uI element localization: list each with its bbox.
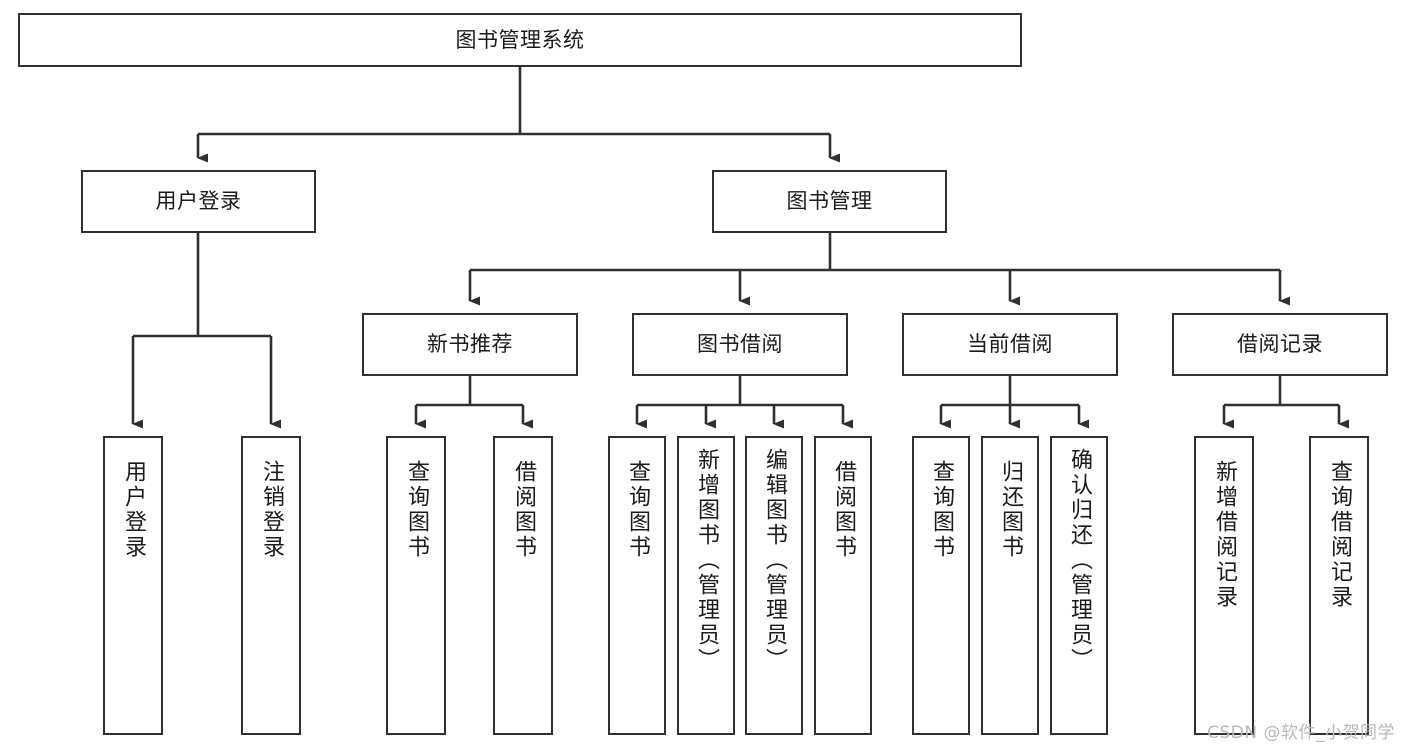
node-leaf-query-book-1[interactable]: 查询图书 [386, 436, 446, 735]
node-label: 新增借阅记录 [1212, 460, 1237, 610]
node-label: 当前借阅 [967, 332, 1053, 357]
node-leaf-query-record[interactable]: 查询借阅记录 [1309, 436, 1369, 735]
node-leaf-confirm-return[interactable]: 确认归还（管理员） [1050, 436, 1108, 735]
node-label: 图书借阅 [697, 332, 783, 357]
node-label: 借阅图书 [511, 460, 536, 560]
node-leaf-query-book-3[interactable]: 查询图书 [912, 436, 970, 735]
node-label: 借阅图书 [831, 460, 856, 560]
node-new-book-recommend[interactable]: 新书推荐 [362, 313, 578, 376]
node-label: 查询图书 [929, 460, 954, 560]
node-leaf-logout-login[interactable]: 注销登录 [241, 436, 301, 735]
node-book-borrow[interactable]: 图书借阅 [632, 313, 848, 376]
node-book-management[interactable]: 图书管理 [712, 170, 947, 233]
node-leaf-add-record[interactable]: 新增借阅记录 [1194, 436, 1254, 735]
node-label: 编辑图书（管理员） [762, 448, 787, 673]
node-label: 借阅记录 [1237, 332, 1323, 357]
node-current-borrow[interactable]: 当前借阅 [902, 313, 1118, 376]
node-borrow-record[interactable]: 借阅记录 [1172, 313, 1388, 376]
node-leaf-user-login[interactable]: 用户登录 [103, 436, 163, 735]
node-label: 归还图书 [998, 460, 1023, 560]
node-label: 注销登录 [259, 460, 284, 560]
node-leaf-borrow-book-1[interactable]: 借阅图书 [493, 436, 553, 735]
node-label: 用户登录 [155, 189, 242, 214]
csdn-watermark: CSDN @软件_小贺同学 [1207, 723, 1395, 743]
node-label: 新增图书（管理员） [694, 448, 719, 673]
node-label: 用户登录 [121, 460, 146, 560]
node-leaf-query-book-2[interactable]: 查询图书 [608, 436, 666, 735]
node-user-login[interactable]: 用户登录 [81, 170, 316, 233]
node-leaf-return-book[interactable]: 归还图书 [981, 436, 1039, 735]
node-label: 查询图书 [404, 460, 429, 560]
node-label: 图书管理 [786, 189, 873, 214]
node-label: 查询借阅记录 [1327, 460, 1352, 610]
node-leaf-borrow-book-2[interactable]: 借阅图书 [814, 436, 872, 735]
node-book-management-system[interactable]: 图书管理系统 [18, 13, 1022, 67]
node-label: 新书推荐 [427, 332, 513, 357]
node-label: 图书管理系统 [455, 27, 585, 52]
node-label: 确认归还（管理员） [1067, 448, 1092, 673]
node-leaf-add-book[interactable]: 新增图书（管理员） [677, 436, 735, 735]
node-label: 查询图书 [625, 460, 650, 560]
node-leaf-edit-book[interactable]: 编辑图书（管理员） [745, 436, 803, 735]
